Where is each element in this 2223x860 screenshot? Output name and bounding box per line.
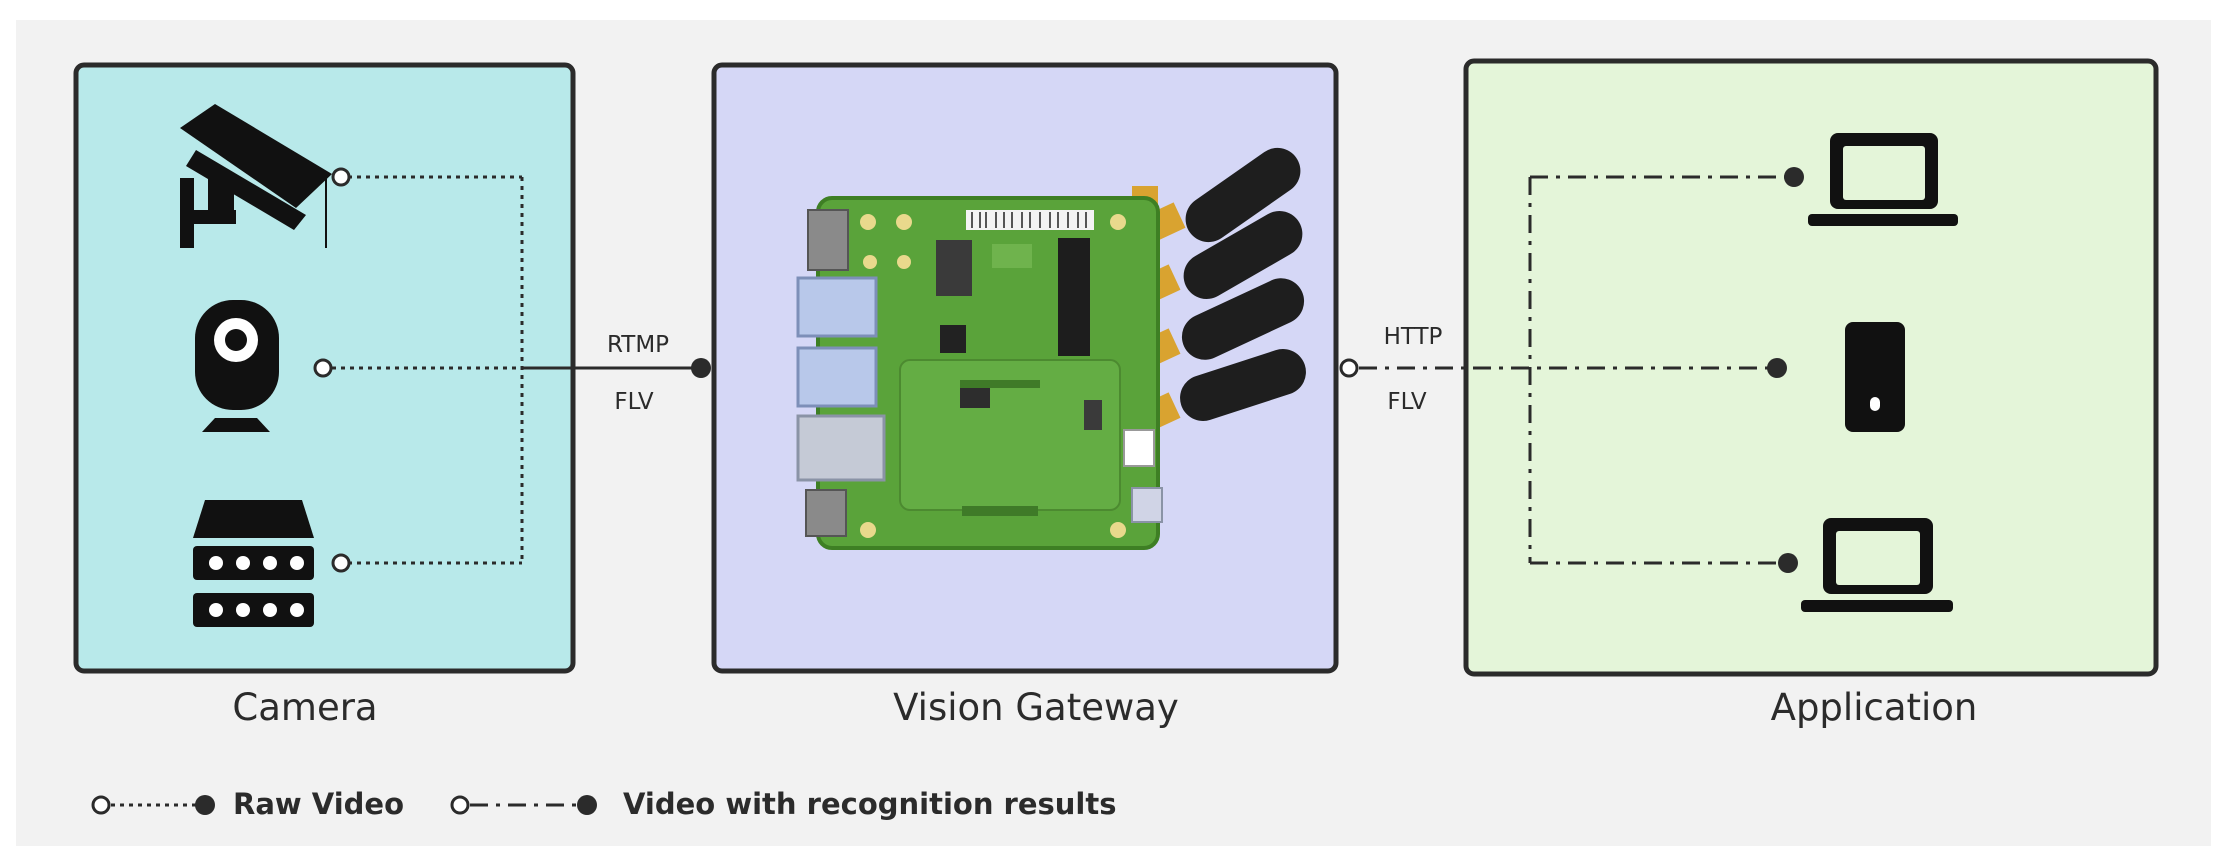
application-panel	[1463, 58, 2159, 677]
http-protocol-label: HTTP	[1383, 324, 1443, 350]
legend-recognized-video-symbol	[450, 795, 597, 815]
smartphone-icon	[1845, 322, 1905, 432]
application-panel-label: Application	[1770, 686, 1978, 729]
legend-recognized-video-label: Video with recognition results	[623, 787, 1117, 821]
flv-format-label-right: FLV	[1387, 389, 1427, 415]
raw-source-dot-webcam	[313, 358, 333, 378]
rtmp-protocol-label: RTMP	[606, 332, 670, 358]
laptop-icon	[1808, 133, 1958, 226]
circuit-board-icon	[796, 147, 1306, 550]
http-link-start-dot	[1339, 358, 1359, 378]
app-target-dot-laptop-top	[1784, 167, 1804, 187]
webcam-icon	[195, 300, 279, 432]
app-target-dot-phone	[1767, 358, 1787, 378]
laptop-icon	[1801, 518, 1953, 612]
gateway-panel-label: Vision Gateway	[893, 686, 1179, 729]
nvr-recorder-icon	[193, 500, 314, 627]
recognized-video-connectors	[1359, 175, 1786, 565]
security-camera-icon	[180, 104, 332, 248]
camera-panel-label: Camera	[232, 686, 378, 729]
app-target-dot-laptop-bottom	[1778, 553, 1798, 573]
legend-raw-video-symbol	[91, 795, 215, 815]
raw-video-connectors	[332, 175, 524, 565]
legend-raw-video-label: Raw Video	[233, 787, 405, 821]
flv-format-label-left: FLV	[614, 389, 654, 415]
rtmp-link-endpoint	[691, 358, 711, 378]
raw-source-dot-nvr	[331, 553, 351, 573]
raw-source-dot-camera	[331, 167, 351, 187]
